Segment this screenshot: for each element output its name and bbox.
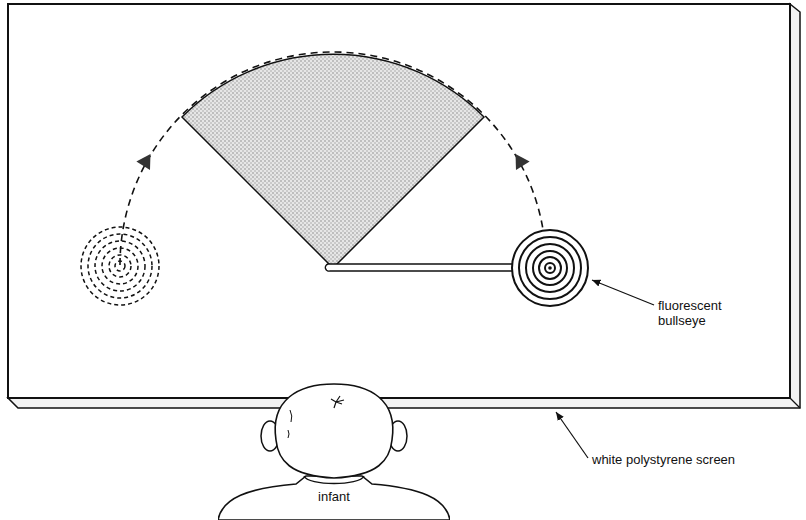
ghost-bullseye — [81, 227, 159, 305]
node-text: infant — [218, 489, 450, 504]
rod — [325, 264, 514, 271]
infant-figure: infant — [218, 380, 450, 520]
screen-edge — [8, 4, 800, 408]
arrowhead — [509, 154, 530, 174]
arrowhead — [136, 154, 157, 174]
leader-line — [556, 412, 588, 458]
screen-face — [8, 4, 790, 398]
callout-label: white polystyrene screen — [592, 452, 792, 467]
leader-line — [592, 280, 654, 305]
occluder-sector — [182, 54, 484, 268]
fluorescent-bullseye — [512, 230, 588, 306]
callout-label: fluorescent bullseye — [658, 298, 748, 328]
motion-path — [120, 52, 546, 265]
